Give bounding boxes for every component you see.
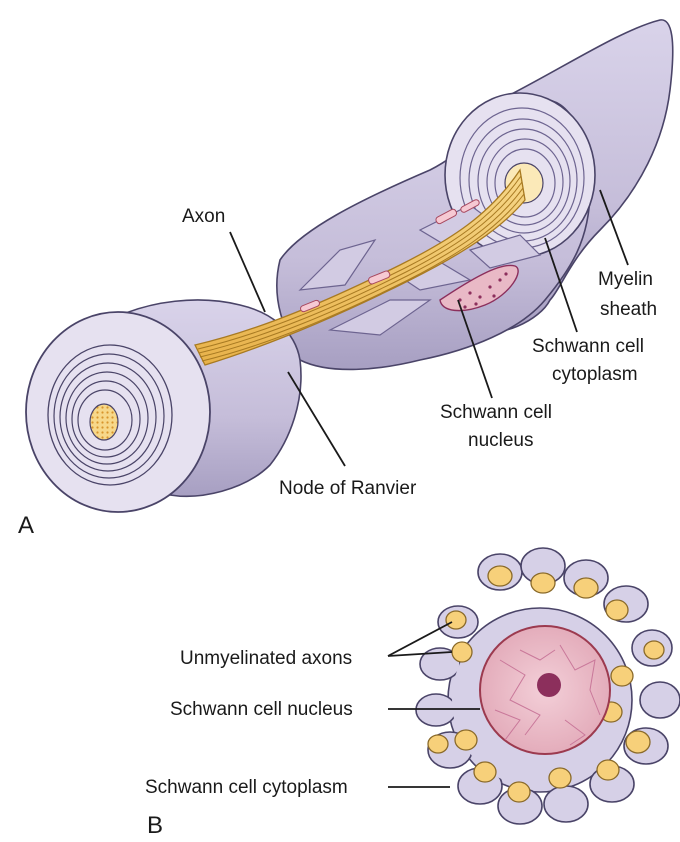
label-axon: Axon [182, 206, 225, 227]
leader-axon [229, 231, 266, 313]
axon-cross-section [89, 403, 119, 441]
panel-letter-a: A [18, 512, 34, 539]
leader-unmyelinated-axons-1 [387, 621, 453, 657]
myelin-lamellae-proximal [25, 311, 211, 513]
leader-myelin-sheath [599, 189, 629, 266]
panel-letter-b: B [147, 812, 163, 839]
axon-bundle [194, 168, 526, 366]
label-myelin-sheath-1: Myelin [598, 269, 653, 290]
leader-nucleus-a [457, 299, 493, 399]
unmyelinated-axons [427, 565, 665, 803]
nucleolus-b [537, 673, 561, 697]
label-cytoplasm-b: Schwann cell cytoplasm [145, 777, 348, 798]
panel-b-illustration [415, 547, 680, 825]
leader-node-of-ranvier [287, 371, 346, 467]
label-nucleus-b: Schwann cell nucleus [170, 699, 353, 720]
label-cytoplasm-a-1: Schwann cell [532, 336, 644, 357]
label-myelin-sheath-2: sheath [600, 299, 657, 320]
nucleus-chromatin-a [458, 272, 508, 309]
label-nucleus-a-1: Schwann cell [440, 402, 552, 423]
label-cytoplasm-a-2: cytoplasm [552, 364, 638, 385]
label-node-of-ranvier: Node of Ranvier [279, 478, 417, 499]
schwann-cell-processes [415, 547, 680, 825]
leader-unmyelinated-axons-2 [387, 651, 453, 657]
leader-cytoplasm-a [544, 237, 578, 333]
label-unmyelinated-axons: Unmyelinated axons [180, 648, 352, 669]
nucleus-chromatin-b [494, 644, 601, 746]
label-nucleus-a-2: nucleus [468, 430, 534, 451]
panel-a-illustration [25, 19, 674, 513]
